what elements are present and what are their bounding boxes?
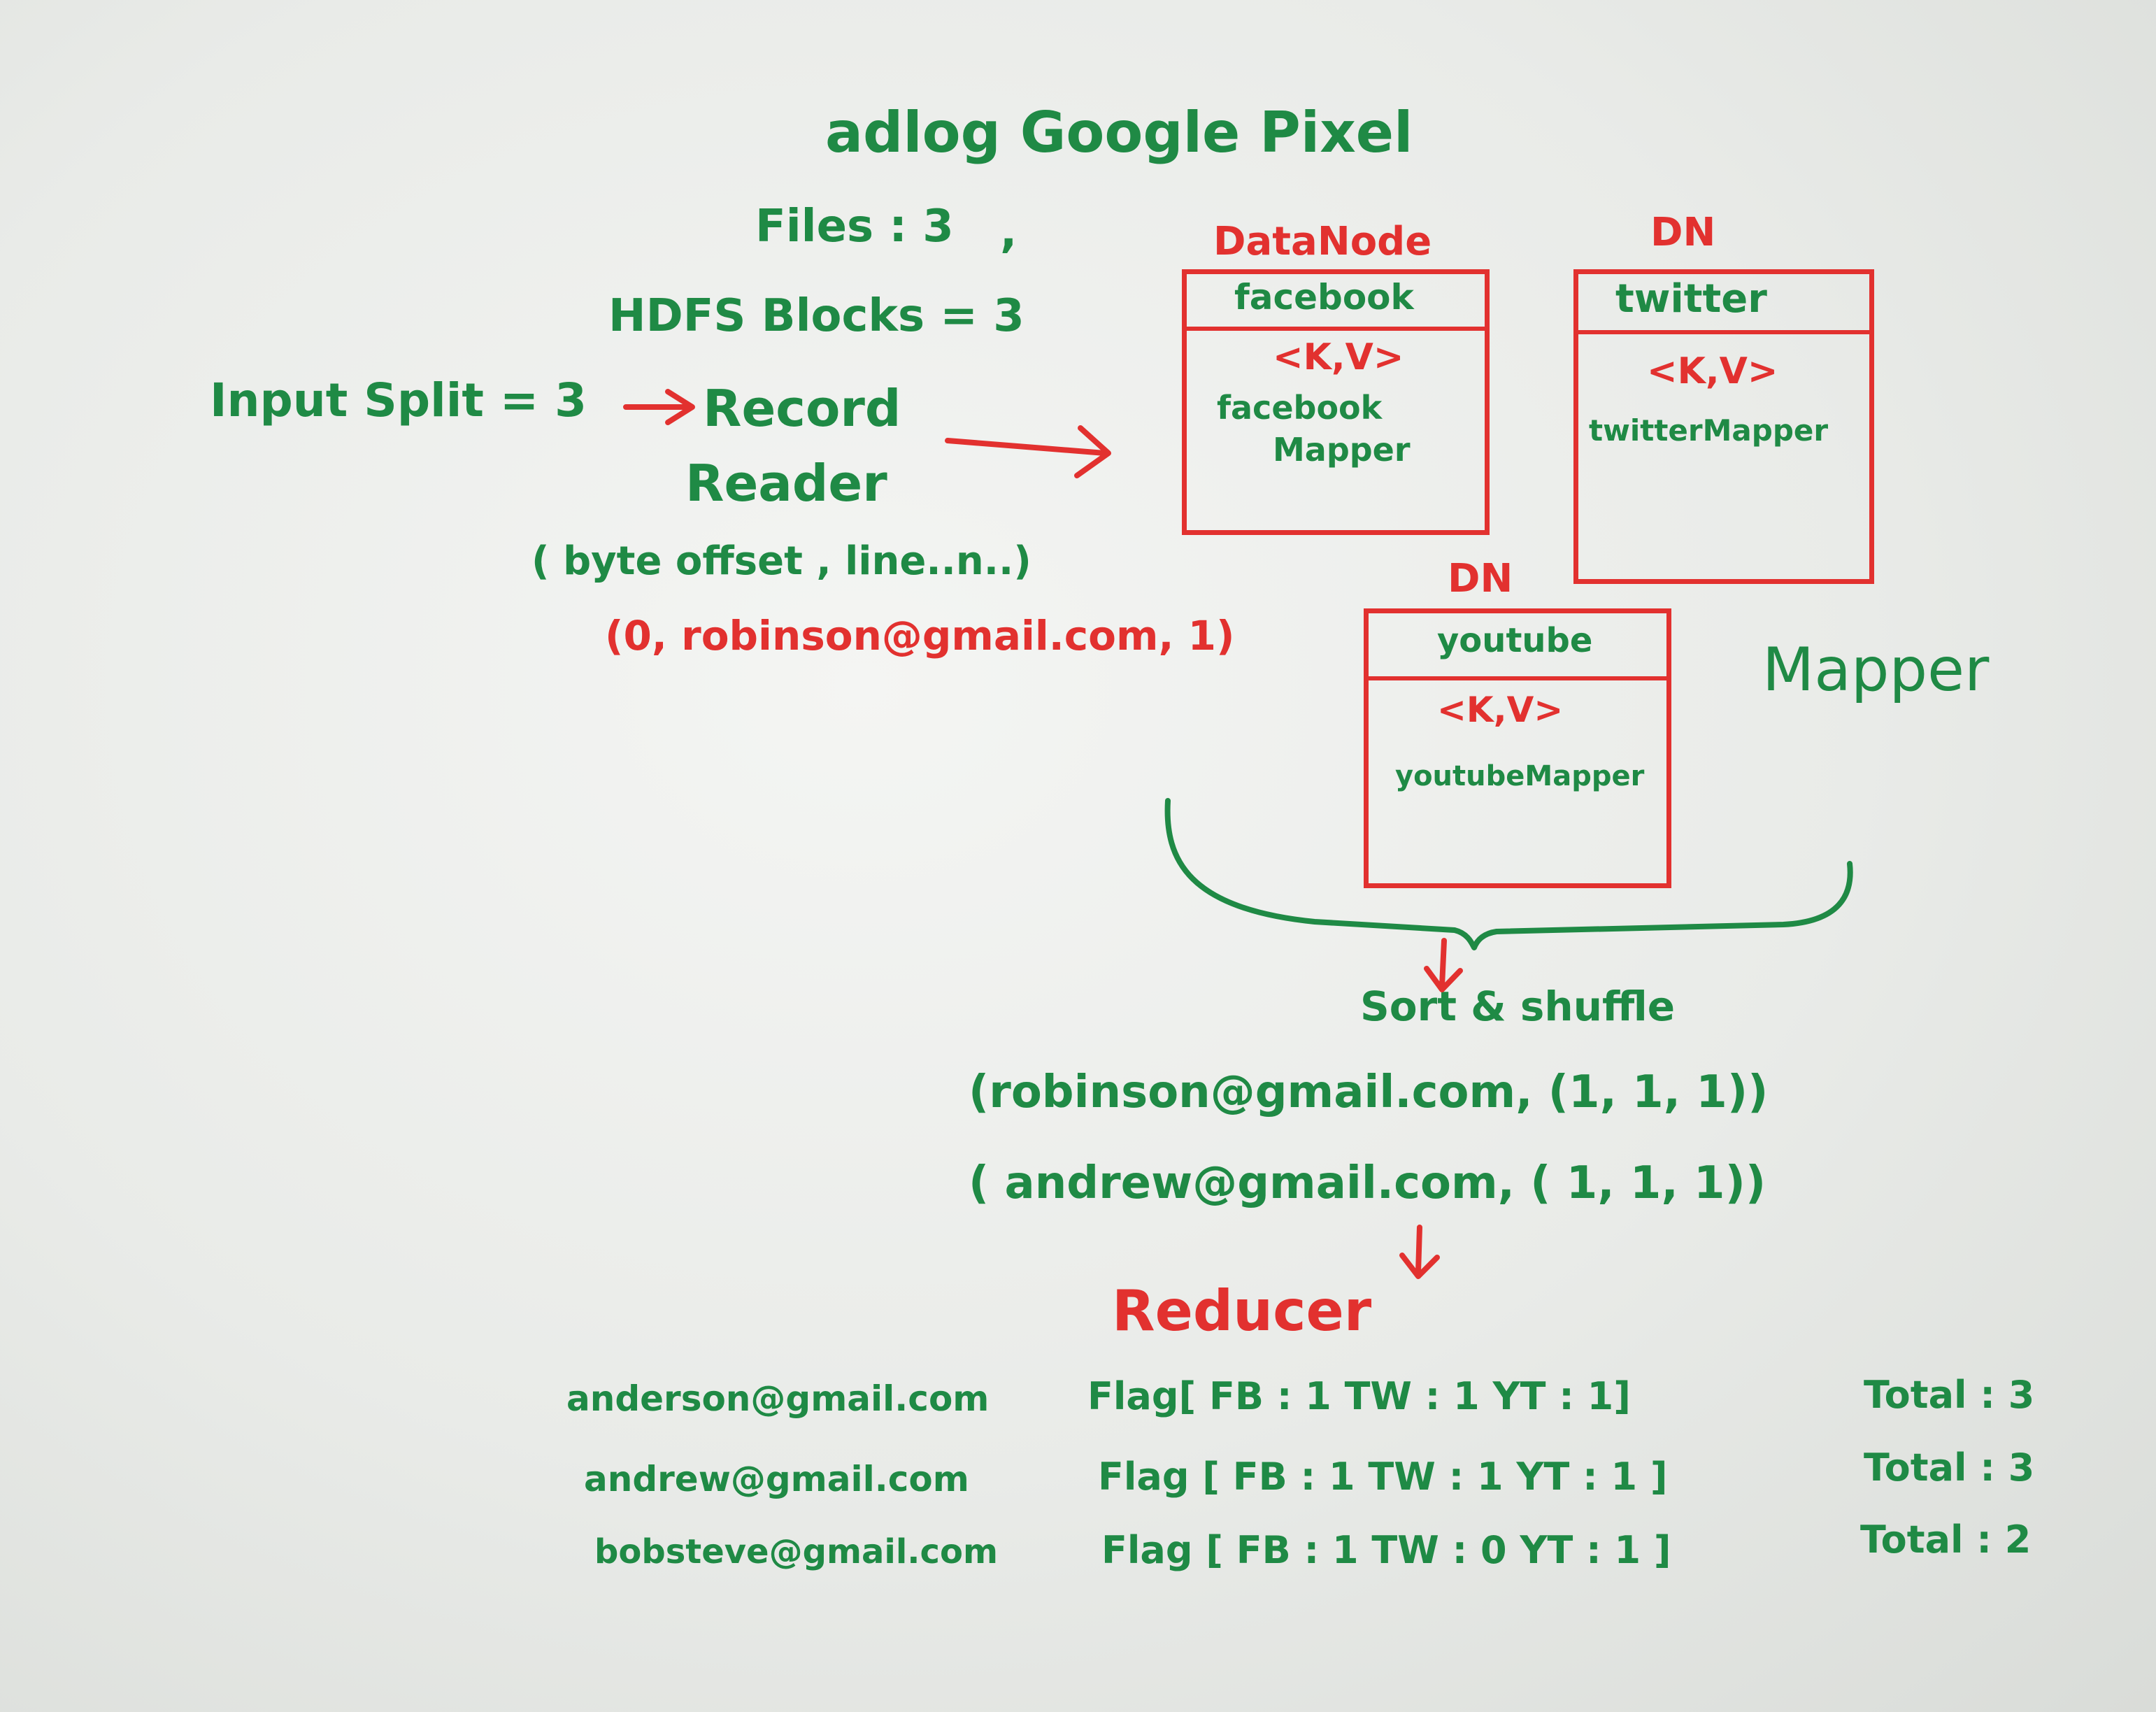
node-label-youtube: DN [1448,556,1513,601]
kv-youtube: <K,V> [1437,690,1564,730]
mapper-stage-label: Mapper [1762,635,1990,705]
sort-shuffle-label: Sort & shuffle [1360,983,1676,1030]
reducer-email-bobsteve: bobsteve@gmail.com [594,1532,998,1571]
kv-facebook: <K,V> [1273,336,1404,378]
reducer-label: Reducer [1112,1278,1372,1343]
files-count: Files : 3 [755,201,954,252]
mapper-youtube: youtubeMapper [1395,760,1645,792]
datanode-facebook [1182,269,1490,535]
reducer-total-bobsteve: Total : 2 [1860,1518,2032,1562]
mapper-facebook-line1: facebook [1217,389,1383,427]
reducer-email-andrew: andrew@gmail.com [584,1459,969,1499]
datanode-twitter [1573,269,1874,584]
record-reader-line2: Reader [685,454,887,513]
reducer-flag-anderson: Flag[ FB : 1 TW : 1 YT : 1] [1087,1374,1631,1418]
file-facebook: facebook [1234,277,1414,318]
mapper-facebook-line2: Mapper [1273,431,1411,469]
reducer-flag-andrew: Flag [ FB : 1 TW : 1 YT : 1 ] [1098,1455,1668,1499]
arrow-split-to-reader [623,389,695,425]
node-label-facebook: DataNode [1213,219,1432,264]
reducer-flag-bobsteve: Flag [ FB : 1 TW : 0 YT : 1 ] [1101,1528,1671,1572]
reducer-email-anderson: anderson@gmail.com [566,1378,990,1419]
hdfs-blocks: HDFS Blocks = 3 [608,290,1025,342]
reducer-total-anderson: Total : 3 [1864,1373,2035,1417]
kv-twitter: <K,V> [1647,350,1778,392]
diagram-title: adlog Google Pixel [825,100,1413,165]
input-split: Input Split = 3 [210,373,587,427]
files-comma: , [1000,206,1018,258]
reducer-total-andrew: Total : 3 [1864,1446,2035,1490]
record-reader-line1: Record [703,379,901,438]
datanode-youtube [1364,608,1671,888]
record-example: (0, robinson@gmail.com, 1) [605,612,1235,659]
file-youtube: youtube [1437,621,1593,660]
mapper-twitter: twitterMapper [1589,413,1829,448]
file-twitter: twitter [1615,276,1767,322]
mapper-brace [1164,798,1853,950]
arrow-mappers-to-shuffle [1424,938,1463,992]
shuffle-row-andrew: ( andrew@gmail.com, ( 1, 1, 1)) [969,1157,1766,1209]
arrow-shuffle-to-reducer [1399,1225,1440,1279]
arrow-reader-to-datanodes [945,425,1111,478]
shuffle-row-robinson: (robinson@gmail.com, (1, 1, 1)) [969,1067,1769,1118]
node-label-twitter: DN [1650,210,1716,255]
byte-offset-format: ( byte offset , line..n..) [531,538,1031,584]
